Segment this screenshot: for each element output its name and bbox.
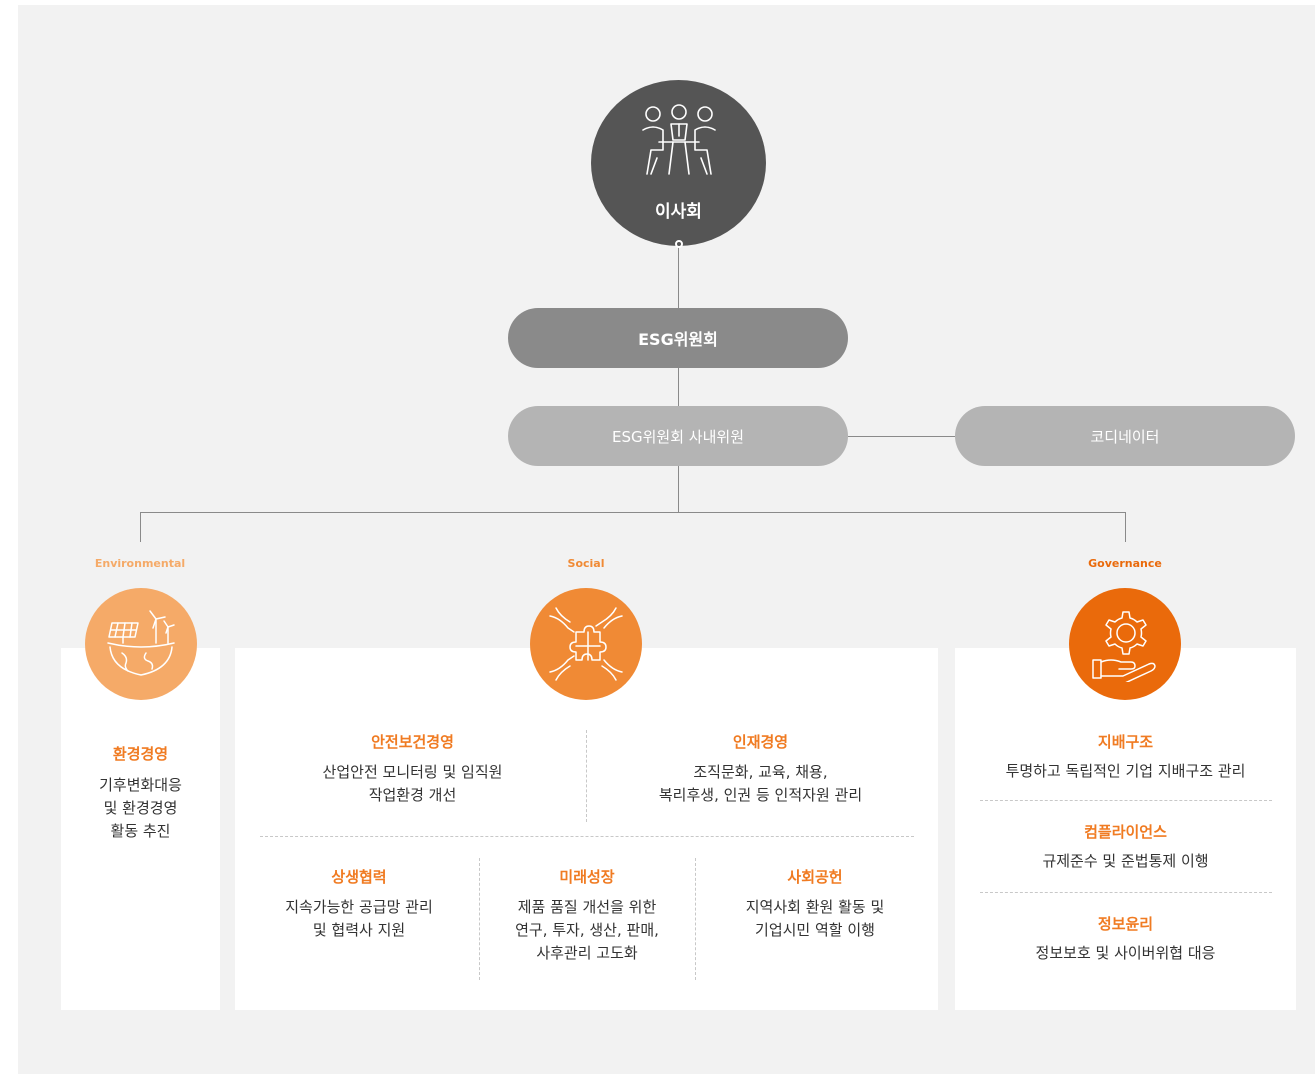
esg-committee-node: ESG위원회 <box>508 308 848 368</box>
environmental-panel <box>61 648 220 1010</box>
social-hr-description: 조직문화, 교육, 채용, 복리후생, 인권 등 인적자원 관리 <box>588 761 933 807</box>
social-growth-line: 사후관리 고도화 <box>536 944 638 962</box>
governance-compliance-block: 컴플라이언스 규제준수 및 준법통제 이행 <box>955 821 1296 873</box>
social-partnership-description: 지속가능한 공급망 관리 및 협력사 지원 <box>240 896 478 942</box>
governance-compliance-description: 규제준수 및 준법통제 이행 <box>1042 852 1209 870</box>
social-growth-line: 제품 품질 개선을 위한 <box>517 898 657 916</box>
governance-circle <box>1069 588 1181 700</box>
environmental-circle <box>85 588 197 700</box>
meeting-people-icon <box>641 104 716 175</box>
social-growth-title: 미래성장 <box>559 868 615 886</box>
social-contribution-line: 기업시민 역할 이행 <box>755 921 875 939</box>
social-growth-description: 제품 품질 개선을 위한 연구, 투자, 생산, 판매, 사후관리 고도화 <box>480 896 694 965</box>
hands-puzzle-icon <box>549 607 623 681</box>
connector-committee-members <box>678 368 679 406</box>
social-divider-vertical <box>586 730 587 822</box>
environmental-description: 기후변화대응 및 환경경영 활동 추진 <box>61 774 220 843</box>
governance-structure-title: 지배구조 <box>1097 733 1154 751</box>
social-partnership-title: 상생협력 <box>331 868 387 886</box>
social-safety-line: 작업환경 개선 <box>368 786 457 804</box>
governance-panel <box>955 648 1296 1010</box>
governance-divider <box>980 892 1272 893</box>
environmental-title: 환경경영 <box>112 745 169 763</box>
coordinator-node: 코디네이터 <box>955 406 1295 466</box>
social-hr-title: 인재경영 <box>732 733 789 751</box>
connector-members-coordinator <box>848 436 955 437</box>
environmental-line: 활동 추진 <box>110 822 171 840</box>
environmental-line: 기후변화대응 <box>99 776 182 794</box>
governance-ethics-title: 정보윤리 <box>1097 915 1154 933</box>
social-hr-line: 복리후생, 인권 등 인적자원 관리 <box>658 786 863 804</box>
category-environmental-label: Environmental <box>94 557 186 570</box>
social-safety-block: 안전보건경영 산업안전 모니터링 및 임직원 작업환경 개선 <box>240 731 585 807</box>
connector-board-committee <box>678 246 679 308</box>
social-safety-line: 산업안전 모니터링 및 임직원 <box>322 763 503 781</box>
social-divider-vertical <box>695 858 696 980</box>
governance-ethics-description: 정보보호 및 사이버위협 대응 <box>1035 944 1216 962</box>
governance-compliance-title: 컴플라이언스 <box>1084 823 1167 841</box>
governance-structure-description: 투명하고 독립적인 기업 지배구조 관리 <box>1005 762 1246 780</box>
social-growth-block: 미래성장 제품 품질 개선을 위한 연구, 투자, 생산, 판매, 사후관리 고… <box>480 866 694 965</box>
social-partnership-line: 지속가능한 공급망 관리 <box>285 898 433 916</box>
social-safety-title: 안전보건경영 <box>371 733 454 751</box>
internal-members-node: ESG위원회 사내위원 <box>508 406 848 466</box>
solar-wind-globe-icon <box>107 610 175 676</box>
social-partnership-block: 상생협력 지속가능한 공급망 관리 및 협력사 지원 <box>240 866 478 942</box>
board-label: 이사회 <box>655 202 702 222</box>
governance-structure-block: 지배구조 투명하고 독립적인 기업 지배구조 관리 <box>955 731 1296 783</box>
social-contribution-title: 사회공헌 <box>787 868 843 886</box>
social-growth-line: 연구, 투자, 생산, 판매, <box>515 921 659 939</box>
environmental-block: 환경경영 기후변화대응 및 환경경영 활동 추진 <box>61 743 220 843</box>
connector-branch-governance <box>1125 512 1126 542</box>
environmental-line: 및 환경경영 <box>103 799 178 817</box>
board-connector-dot <box>675 240 683 248</box>
social-contribution-line: 지역사회 환원 활동 및 <box>745 898 885 916</box>
social-hr-line: 조직문화, 교육, 채용, <box>693 763 828 781</box>
board-node: 이사회 <box>591 80 766 246</box>
social-panel <box>235 648 938 1010</box>
social-hr-block: 인재경영 조직문화, 교육, 채용, 복리후생, 인권 등 인적자원 관리 <box>588 731 933 807</box>
governance-ethics-block: 정보윤리 정보보호 및 사이버위협 대응 <box>955 913 1296 965</box>
social-divider-vertical <box>479 858 480 980</box>
social-circle <box>530 588 642 700</box>
social-divider-horizontal <box>260 836 914 837</box>
gear-hand-icon <box>1092 611 1156 682</box>
social-safety-description: 산업안전 모니터링 및 임직원 작업환경 개선 <box>240 761 585 807</box>
governance-divider <box>980 800 1272 801</box>
social-partnership-line: 및 협력사 지원 <box>312 921 406 939</box>
social-contribution-description: 지역사회 환원 활동 및 기업시민 역할 이행 <box>696 896 934 942</box>
connector-branch-horizontal <box>140 512 1126 513</box>
social-contribution-block: 사회공헌 지역사회 환원 활동 및 기업시민 역할 이행 <box>696 866 934 942</box>
connector-members-branch <box>678 466 679 512</box>
category-governance-label: Governance <box>1088 557 1162 570</box>
category-social-label: Social <box>567 557 605 570</box>
connector-branch-environmental <box>140 512 141 542</box>
